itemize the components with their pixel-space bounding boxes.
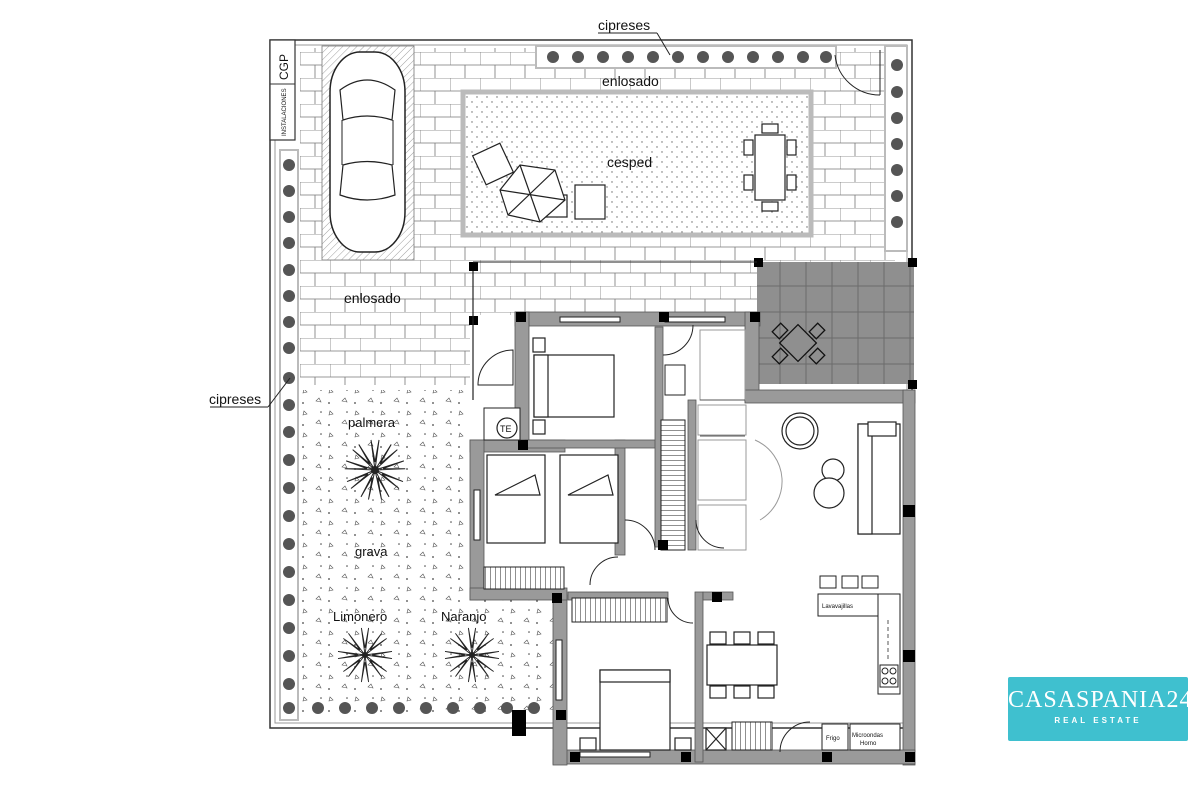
bed-double-bedroom3 (579, 669, 692, 751)
bathroom-fixtures (664, 329, 747, 551)
label-enlosado-left: enlosado (344, 290, 401, 306)
wardrobe-bedroom3 (571, 597, 668, 623)
covered-terrace (754, 258, 917, 389)
label-limonero: Limonero (333, 609, 387, 624)
bed-twin-bedroom2 (486, 454, 619, 544)
wardrobe-bedroom2 (483, 566, 565, 590)
installations-box (269, 39, 296, 141)
logo-tagline: REAL ESTATE (1054, 716, 1142, 725)
doors (477, 50, 881, 753)
orange-tree-icon (444, 627, 500, 683)
car-parking (321, 45, 415, 261)
label-instalaciones: INSTALACIONES (282, 88, 288, 136)
brand-logo: CASASPANIA24 REAL ESTATE (1008, 677, 1193, 741)
lemon-tree-icon (337, 627, 393, 683)
shelf-hall (731, 721, 773, 751)
pergola-posts (469, 261, 757, 400)
living-room-furniture (781, 412, 901, 535)
cypress-row-bottom (312, 702, 540, 714)
label-enlosado-top: enlosado (602, 73, 659, 89)
te-meter (483, 407, 521, 441)
label-naranjo: Naranjo (441, 609, 487, 624)
leader-lines (210, 32, 671, 408)
cypress-column-left (279, 149, 299, 721)
garden-furniture (471, 142, 606, 223)
label-grava: grava (355, 544, 388, 559)
outdoor-dining-table (743, 123, 797, 212)
label-cesped: cesped (607, 154, 652, 170)
gravel-area (300, 390, 553, 718)
windows (473, 316, 726, 758)
label-cipreses-top: cipreses (598, 17, 650, 33)
label-cgp: CGP (277, 54, 291, 80)
cypress-row-top (535, 45, 837, 69)
bed-double-bedroom1 (532, 337, 615, 435)
dining-table-indoor (705, 631, 778, 751)
label-palmera: palmera (348, 415, 396, 430)
label-lavavajillas: Lavavajillas (822, 604, 853, 610)
wardrobe-bedroom1 (660, 419, 686, 551)
label-horno: Horno (860, 741, 877, 747)
structure-columns (512, 312, 915, 762)
label-te: TE (500, 424, 512, 434)
label-microondas: Microondas (852, 733, 883, 739)
label-cipreses-left: cipreses (209, 391, 261, 407)
kitchen (817, 575, 901, 751)
paving-strip-mid (470, 255, 740, 315)
label-frigo: Frigo (826, 736, 840, 742)
palm-tree-icon (344, 439, 406, 501)
logo-brand-text: CASASPANIA24 (1008, 687, 1193, 713)
cypress-column-right (884, 45, 908, 252)
